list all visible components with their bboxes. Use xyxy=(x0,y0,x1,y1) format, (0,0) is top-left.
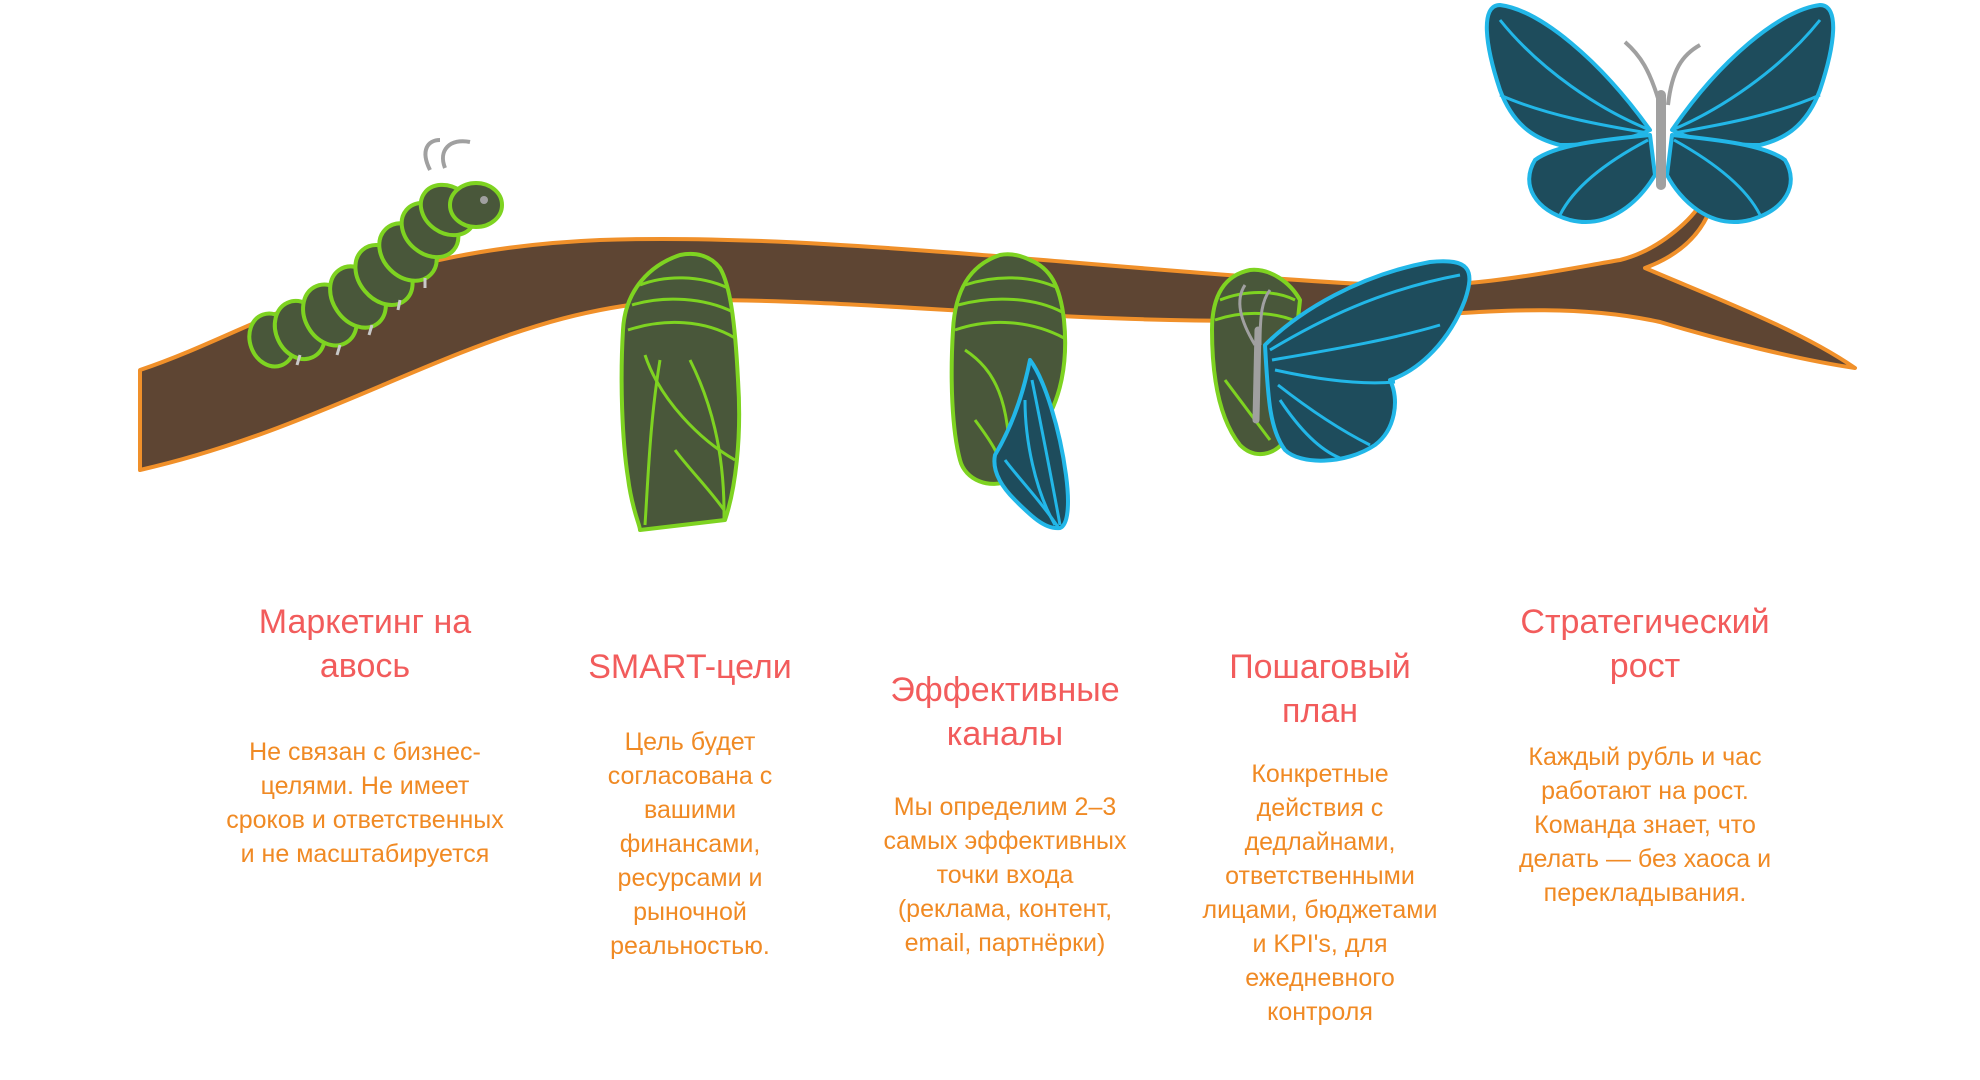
stage-4-description: Конкретные действия с дедлайнами, ответс… xyxy=(1170,757,1470,1029)
description-line: Мы определим 2–3 xyxy=(893,793,1117,821)
stage-4-title: Пошаговый план xyxy=(1170,645,1470,733)
chrysalis-with-wing-icon xyxy=(949,252,1070,531)
description-line: действия с xyxy=(1256,794,1384,822)
description-line: ежедневного xyxy=(1245,964,1395,992)
description-line: дедлайнами, xyxy=(1244,828,1396,856)
description-line: Каждый рубль и час xyxy=(1528,743,1762,771)
description-line: перекладывания. xyxy=(1543,879,1747,907)
stage-4: Пошаговый план Конкретные действия с дед… xyxy=(1170,645,1470,1026)
stage-1: Маркетинг на авось Не связан с бизнес- ц… xyxy=(190,600,540,868)
stage-3-description: Мы определим 2–3 самых эффективных точки… xyxy=(850,790,1160,960)
stage-3: Эффективные каналы Мы определим 2–3 самы… xyxy=(850,668,1160,957)
stage-2-title: SMART-цели xyxy=(560,645,820,689)
description-line: и не масштабируется xyxy=(240,840,490,868)
description-line: email, партнёрки) xyxy=(904,929,1106,957)
description-line: работают на рост. xyxy=(1541,777,1749,805)
description-line: точки входа xyxy=(936,861,1074,889)
description-line: контроля xyxy=(1267,998,1373,1026)
stage-4-title-line2: план xyxy=(1282,692,1358,730)
stage-1-title-line2: авось xyxy=(319,647,411,685)
description-line: вашими xyxy=(643,796,737,824)
stage-1-title-line1: Маркетинг на xyxy=(258,603,472,641)
stage-2-description: Цель будет согласована с вашими финансам… xyxy=(560,725,820,963)
branch xyxy=(138,203,1857,472)
caterpillar-icon xyxy=(247,138,504,369)
description-line: Цель будет xyxy=(624,728,756,756)
description-line: целями. Не имеет xyxy=(260,772,470,800)
stage-3-title: Эффективные каналы xyxy=(850,668,1160,756)
description-line: согласована с xyxy=(607,762,773,790)
emerging-butterfly-icon xyxy=(1210,259,1472,463)
description-line: Конкретные xyxy=(1251,760,1389,788)
description-line: рыночной xyxy=(633,898,747,926)
description-line: ресурсами и xyxy=(617,864,763,892)
stage-4-title-line1: Пошаговый xyxy=(1229,648,1411,686)
stage-5-title: Стратегический рост xyxy=(1480,600,1810,688)
stage-5-description: Каждый рубль и час работают на рост. Ком… xyxy=(1480,740,1810,910)
description-line: финансами, xyxy=(619,830,761,858)
stage-5-title-line2: рост xyxy=(1609,647,1681,685)
chrysalis-icon xyxy=(619,251,742,532)
stage-5: Стратегический рост Каждый рубль и час р… xyxy=(1480,600,1810,907)
stage-2-title-line1: SMART-цели xyxy=(588,648,792,686)
description-line: Не связан с бизнес- xyxy=(249,738,481,766)
stage-2: SMART-цели Цель будет согласована с ваши… xyxy=(560,645,820,960)
stage-5-title-line1: Стратегический xyxy=(1520,603,1770,641)
description-line: самых эффективных xyxy=(883,827,1127,855)
description-line: Команда знает, что xyxy=(1534,811,1756,839)
stage-1-description: Не связан с бизнес- целями. Не имеет сро… xyxy=(190,735,540,871)
description-line: реальностью. xyxy=(610,932,770,960)
description-line: ответственными xyxy=(1225,862,1415,890)
description-line: лицами, бюджетами xyxy=(1202,896,1438,924)
stage-3-title-line1: Эффективные xyxy=(890,671,1120,709)
description-line: сроков и ответственных xyxy=(226,806,504,834)
description-line: (реклама, контент, xyxy=(897,895,1113,923)
description-line: и KPI's, для xyxy=(1252,930,1388,958)
butterfly-icon xyxy=(1484,3,1836,224)
description-line: делать — без хаоса и xyxy=(1518,845,1772,873)
stage-3-title-line2: каналы xyxy=(946,715,1064,753)
stage-1-title: Маркетинг на авось xyxy=(190,600,540,688)
